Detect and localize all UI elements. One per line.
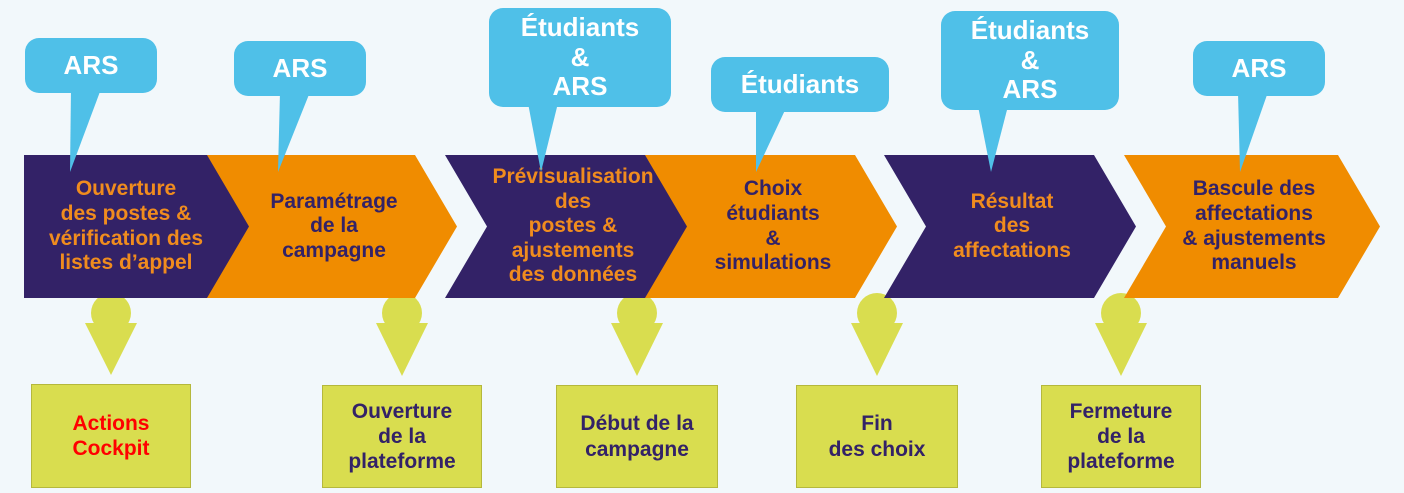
- milestone-arrow-4: [849, 291, 905, 377]
- process-step-3[interactable]: [445, 155, 697, 298]
- process-step-4[interactable]: [645, 155, 897, 298]
- milestone-arrow-3: [609, 291, 665, 377]
- milestone-box-3[interactable]: Début de la campagne: [556, 385, 718, 488]
- milestone-box-2[interactable]: Ouverture de la plateforme: [322, 385, 482, 488]
- milestone-box-4[interactable]: Fin des choix: [796, 385, 958, 488]
- callout-tail: [752, 108, 790, 176]
- process-step-1[interactable]: [24, 155, 254, 298]
- callout-tail: [524, 103, 562, 176]
- milestone-arrow-1: [83, 291, 139, 376]
- callout-tail: [274, 92, 314, 176]
- milestone-arrow-5: [1093, 291, 1149, 377]
- process-step-2[interactable]: [207, 155, 457, 298]
- actor-callout-2[interactable]: ARS: [234, 41, 366, 96]
- milestone-box-1[interactable]: Actions Cockpit: [31, 384, 191, 488]
- process-step-5[interactable]: [884, 155, 1136, 298]
- actor-callout-6[interactable]: ARS: [1193, 41, 1325, 96]
- process-step-6[interactable]: [1124, 155, 1380, 298]
- milestone-box-5[interactable]: Fermeture de la plateforme: [1041, 385, 1201, 488]
- actor-callout-4[interactable]: Étudiants: [711, 57, 889, 112]
- milestone-arrow-2: [374, 291, 430, 377]
- actor-callout-5[interactable]: Étudiants & ARS: [941, 11, 1119, 110]
- actor-callout-3[interactable]: Étudiants & ARS: [489, 8, 671, 107]
- callout-tail: [66, 89, 105, 176]
- callout-tail: [974, 106, 1012, 176]
- actor-callout-1[interactable]: ARS: [25, 38, 157, 93]
- callout-tail: [1234, 92, 1272, 176]
